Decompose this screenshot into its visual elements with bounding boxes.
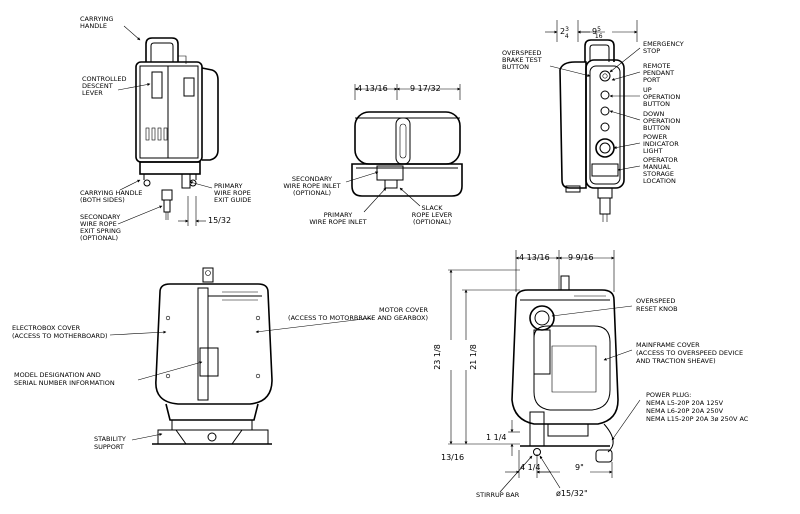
dim-front-top-right: 9 9/16 xyxy=(568,253,594,262)
dim-top-left: 4 13/16 xyxy=(357,84,388,93)
view-rear xyxy=(109,267,373,445)
label-motor-cover: MOTOR COVER(ACCESS TO MOTORBRAKE AND GEA… xyxy=(288,306,428,322)
dim-height-inner: 21 1/8 xyxy=(469,344,478,370)
label-mainframe-cover: MAINFRAME COVER(ACCESS TO OVERSPEED DEVI… xyxy=(636,341,743,365)
view-control-side xyxy=(545,20,641,222)
dim-bottom-right: 9" xyxy=(575,463,584,472)
label-stirrup-bar: STIRRUP BAR xyxy=(476,491,520,499)
dim-bottom-offset: 13/16 xyxy=(441,453,464,462)
dim-small-height: 1 1/4 xyxy=(486,433,507,442)
view-side-left xyxy=(117,25,219,226)
view-e-labels: 4 13/16 9 9/16 23 1/8 21 1/8 1 1/4 13/16… xyxy=(433,253,749,499)
dim-front-top-left: 4 13/16 xyxy=(519,253,550,262)
view-top xyxy=(345,84,463,213)
view-front xyxy=(448,250,641,493)
dim-bottom-left: 4 1/4 xyxy=(520,463,541,472)
dim-exit-offset: 15/32 xyxy=(208,216,231,225)
view-d-labels: ELECTROBOX COVER(ACCESS TO MOTHERBOARD) … xyxy=(12,306,428,451)
dim-hole: ø15/32" xyxy=(556,489,588,498)
label-carrying-handle-sides: CARRYING HANDLE(BOTH SIDES) xyxy=(80,189,142,204)
label-electrobox: ELECTROBOX COVER(ACCESS TO MOTHERBOARD) xyxy=(12,324,108,340)
dim-top-right: 9 17/32 xyxy=(410,84,441,93)
dim-height-outer: 23 1/8 xyxy=(433,344,442,370)
